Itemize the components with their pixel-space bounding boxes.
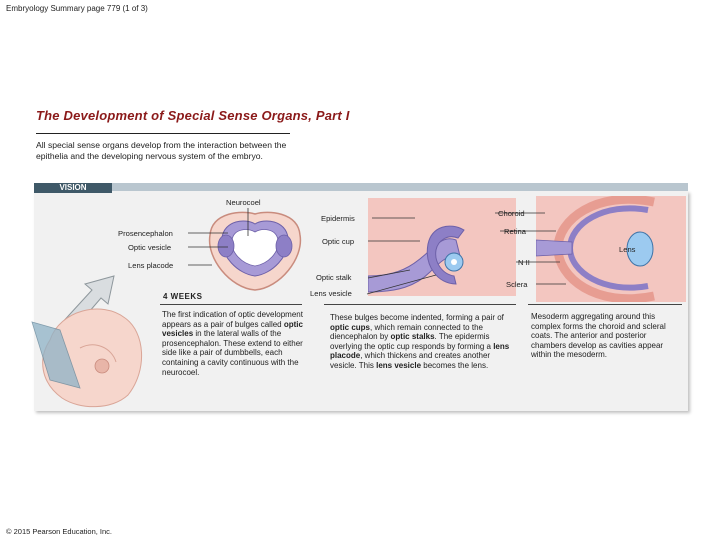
optic-cup-shape	[426, 225, 465, 285]
section-tab-vision: VISION	[34, 183, 112, 193]
copyright-notice: © 2015 Pearson Education, Inc.	[6, 527, 113, 536]
label-optic-vesicle: Optic vesicle	[128, 243, 172, 252]
label-neurocoel: Neurocoel	[226, 198, 261, 207]
section-band	[34, 183, 688, 191]
stage1-diagram	[208, 211, 302, 291]
page-title: The Development of Special Sense Organs,…	[36, 108, 350, 123]
intro-text: All special sense organs develop from th…	[36, 140, 287, 161]
lens-vesicle-lumen	[451, 259, 457, 265]
label-optic-stalk: Optic stalk	[316, 273, 352, 282]
optic-vesicle-shape	[217, 234, 235, 258]
title-divider	[36, 133, 290, 134]
label-choroid: Choroid	[498, 209, 525, 218]
caption-rule-1	[160, 304, 302, 305]
label-cn-ii: N II	[518, 258, 530, 267]
caption-rule-2	[324, 304, 516, 305]
label-lens-vesicle: Lens vesicle	[310, 289, 352, 298]
label-retina: Retina	[504, 227, 526, 236]
embryo-eye-spot	[94, 358, 110, 374]
age-label: 4 WEEKS	[163, 292, 203, 301]
stage2-diagram	[368, 198, 516, 296]
label-epidermis: Epidermis	[321, 214, 355, 223]
label-sclera: Sclera	[506, 280, 528, 289]
caption-optic-cups: These bulges become indented, forming a …	[330, 313, 510, 370]
embryo-fold	[79, 344, 117, 363]
caption-rule-3	[528, 304, 682, 305]
label-lens-placode: Lens placode	[128, 261, 174, 270]
stage3-diagram	[536, 196, 686, 302]
label-optic-cup: Optic cup	[322, 237, 355, 246]
optic-nerve-shape	[536, 239, 573, 257]
caption-optic-vesicles: The first indication of optic developmen…	[162, 310, 303, 377]
lens-shape	[626, 231, 654, 267]
optic-vesicle-shape-right	[275, 234, 293, 258]
section-plane	[31, 321, 81, 389]
label-lens: Lens	[619, 245, 636, 254]
page-header: Embryology Summary page 779 (1 of 3)	[6, 4, 148, 13]
label-prosencephalon: Prosencephalon	[118, 229, 173, 238]
embryo-illustration	[31, 275, 142, 408]
caption-mesoderm: Mesoderm aggregating around this complex…	[531, 312, 666, 360]
